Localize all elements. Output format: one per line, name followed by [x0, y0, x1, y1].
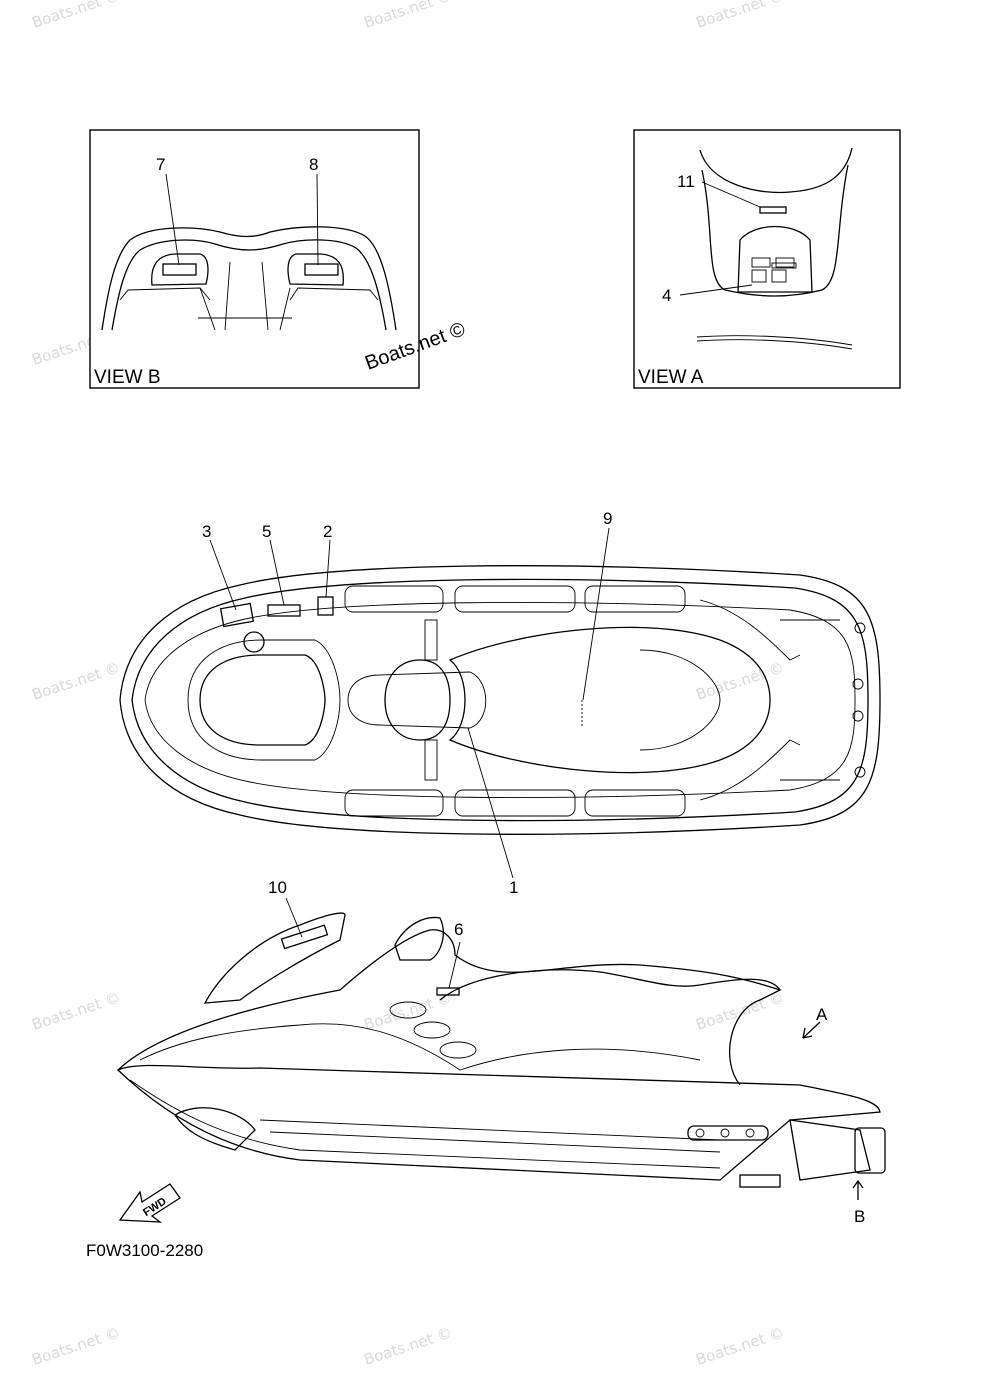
callout-11: 11 [677, 172, 695, 191]
fwd-arrow-icon: FWD [118, 1183, 181, 1223]
watermark: Boats.net © [694, 658, 787, 703]
arrow-a-label: A [816, 1005, 828, 1024]
view-a-title: VIEW A [638, 367, 704, 388]
watermark: Boats.net © [694, 988, 787, 1033]
callout-5: 5 [262, 522, 271, 541]
callout-8: 8 [309, 155, 318, 174]
fwd-label: FWD [141, 1195, 169, 1219]
callout-10: 10 [268, 878, 287, 897]
watermark: Boats.net © [30, 658, 123, 703]
callout-9: 9 [603, 509, 612, 528]
arrow-b-label: B [854, 1207, 865, 1226]
callout-7: 7 [156, 155, 165, 174]
view-a-arrow-icon [802, 1021, 821, 1039]
watermark: Boats.net © [30, 988, 123, 1033]
callout-6: 6 [454, 920, 463, 939]
view-b-panel: 7 8 VIEW B Boats.net © [89, 129, 468, 389]
callout-3: 3 [202, 522, 211, 541]
watermark: Boats.net © [694, 0, 787, 32]
callout-1: 1 [509, 878, 518, 897]
callout-4: 4 [662, 286, 671, 305]
view-a-panel: 11 4 VIEW A [633, 129, 901, 389]
view-b-arrow-icon [852, 1179, 864, 1200]
drawing-code: F0W3100-2280 [86, 1241, 203, 1260]
view-b-title: VIEW B [94, 367, 161, 388]
side-view: 10 6 A B [116, 878, 886, 1226]
watermark: Boats.net © [30, 1323, 123, 1368]
top-view: 3 5 2 9 1 [119, 509, 881, 897]
watermark: Boats.net © [362, 1323, 455, 1368]
watermark: Boats.net © [694, 1323, 787, 1368]
watermark: Boats.net © [30, 0, 123, 32]
callout-2: 2 [323, 522, 332, 541]
watermark: Boats.net © [362, 0, 455, 32]
